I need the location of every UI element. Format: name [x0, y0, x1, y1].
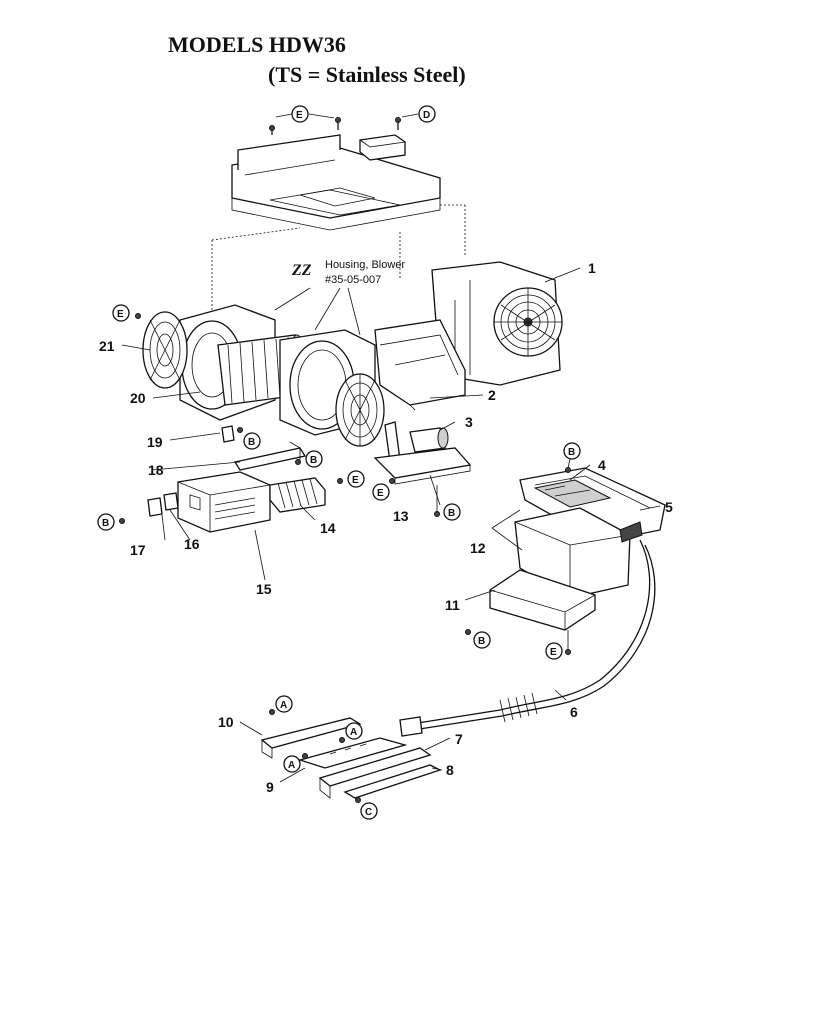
top-mounting-panel: [231, 134, 441, 231]
label-part-6: 6: [570, 704, 578, 720]
mount-bracket-part-11: [489, 569, 596, 631]
alignment-lines: [211, 204, 466, 320]
label-part-15: 15: [256, 581, 272, 597]
fastener-d-top: D: [423, 110, 430, 121]
fastener-e-near-13: E: [377, 488, 384, 499]
face-plate-part-7: [318, 747, 432, 799]
top-screws: [269, 113, 419, 135]
label-part-16: 16: [184, 536, 200, 552]
fastener-b-near-18: B: [310, 455, 317, 466]
label-part-12: 12: [470, 540, 486, 556]
leader-lines: [121, 267, 661, 783]
panel-bracket-part-10: [260, 717, 362, 759]
clip-part-19: [221, 425, 235, 443]
label-part-8: 8: [446, 762, 454, 778]
circuit-board-part-4: [533, 479, 612, 508]
light-housing-part-15: [177, 471, 271, 533]
label-part-17: 17: [130, 542, 146, 558]
fastener-b-near-13: B: [448, 508, 455, 519]
housing-note: ZZ Housing, Blower #35-05-007: [274, 259, 405, 336]
label-part-9: 9: [266, 779, 274, 795]
knob-part-17: [147, 497, 163, 517]
fastener-b-near-19: B: [248, 437, 255, 448]
label-part-20: 20: [130, 390, 146, 406]
bracket-part-18: [233, 441, 307, 471]
base-pan-part-2: [374, 319, 466, 411]
switch-panel-part-9: [297, 737, 408, 769]
note-code: ZZ: [291, 262, 312, 279]
blower-housing-part-1: [431, 261, 563, 386]
fastener-b-near-4: B: [568, 447, 575, 458]
label-part-7: 7: [455, 731, 463, 747]
fastener-e-left: E: [117, 309, 124, 320]
fastener-c-bottom: C: [365, 807, 372, 818]
label-part-2: 2: [488, 387, 496, 403]
fastener-e-top: E: [296, 110, 303, 121]
title-line-1: MODELS HDW36: [168, 32, 346, 57]
fastener-b-near-11: B: [478, 636, 485, 647]
blower-wheel-right: [335, 373, 385, 447]
label-part-1: 1: [588, 260, 596, 276]
fastener-b-near-17: B: [102, 518, 109, 529]
label-part-10: 10: [218, 714, 234, 730]
label-part-5: 5: [665, 499, 673, 515]
label-part-21: 21: [99, 338, 115, 354]
fastener-a-near-9-upper: A: [350, 727, 357, 738]
switch-part-16: [163, 492, 179, 511]
label-part-3: 3: [465, 414, 473, 430]
note-line-1: Housing, Blower: [325, 259, 405, 271]
fastener-e-near-14: E: [352, 475, 359, 486]
label-part-18: 18: [148, 462, 164, 478]
fastener-a-near-9-lower: A: [288, 760, 295, 771]
note-line-2: #35-05-007: [325, 274, 381, 286]
label-part-14: 14: [320, 520, 336, 536]
fastener-callouts: E D E B B E E B B B: [97, 105, 581, 820]
label-part-13: 13: [393, 508, 409, 524]
heat-sink-part-14: [269, 477, 326, 513]
control-box-part-12: [514, 507, 643, 599]
label-part-11: 11: [445, 597, 460, 613]
wire-harness-part-6: [399, 539, 656, 737]
part-number-labels: 1 2 3 4 5 6 7 8 9 10 11 12 13 14 15 16 1…: [99, 260, 673, 795]
top-bracket-part: [359, 134, 406, 161]
fastener-e-near-11: E: [550, 647, 557, 658]
title-line-2: (TS = Stainless Steel): [268, 62, 466, 87]
label-part-19: 19: [147, 434, 163, 450]
fastener-a-near-10: A: [280, 700, 287, 711]
label-part-4: 4: [598, 457, 606, 473]
